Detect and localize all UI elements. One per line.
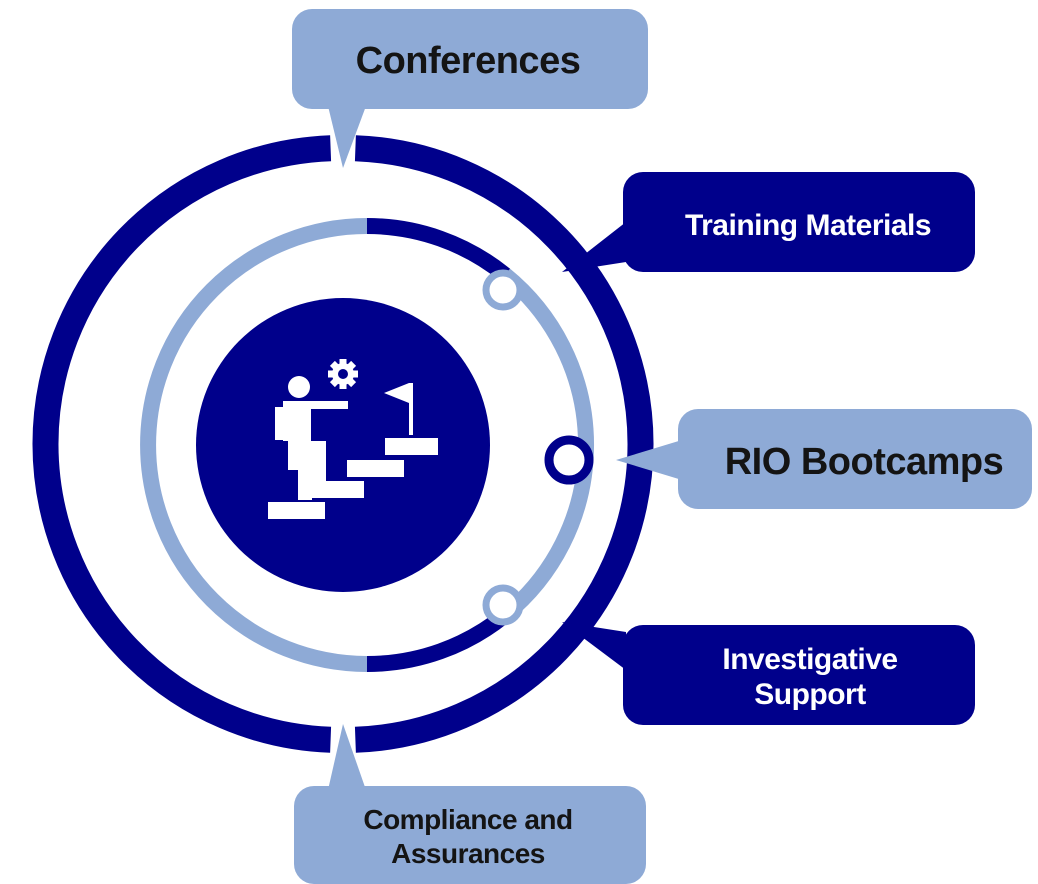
callout-compliance-assurances: Compliance and Assurances bbox=[294, 724, 646, 884]
callout-bootcamps-pointer bbox=[616, 440, 682, 480]
inner-ring-upper-right bbox=[366, 218, 511, 282]
callout-conferences-box bbox=[292, 9, 648, 109]
callout-training-pointer bbox=[562, 222, 626, 272]
node-bootcamps bbox=[544, 435, 594, 485]
callout-conferences-label: Conferences bbox=[356, 40, 581, 82]
callout-investigative-pointer bbox=[562, 622, 626, 670]
callout-compliance-label-1: Compliance and bbox=[363, 804, 572, 835]
outer-ring-right bbox=[354, 135, 654, 753]
inner-ring-lower-right bbox=[366, 608, 511, 672]
callout-conferences-pointer bbox=[328, 106, 366, 168]
inner-ring-left bbox=[140, 218, 368, 672]
node-training bbox=[482, 269, 524, 311]
node-investigative bbox=[482, 584, 524, 626]
callout-training-label: Training Materials bbox=[685, 209, 931, 242]
callout-investigative-label-2: Support bbox=[754, 678, 866, 711]
callout-bootcamps-label: RIO Bootcamps bbox=[725, 441, 1004, 483]
callout-investigative-label-1: Investigative bbox=[722, 643, 897, 676]
callout-bootcamps-box bbox=[678, 409, 1032, 509]
callout-investigative-box bbox=[623, 625, 975, 725]
person-climbing-stairs-icon bbox=[268, 359, 438, 519]
callout-compliance-label-2: Assurances bbox=[391, 838, 545, 869]
callout-training-materials: Training Materials bbox=[562, 172, 975, 272]
callout-compliance-pointer bbox=[328, 724, 366, 790]
callout-compliance-box bbox=[294, 786, 646, 884]
callout-training-box bbox=[623, 172, 975, 272]
callout-investigative-support: Investigative Support bbox=[562, 622, 975, 725]
center-disc bbox=[196, 298, 490, 592]
outer-ring-left bbox=[32, 135, 332, 753]
callout-conferences: Conferences bbox=[292, 9, 648, 168]
callout-rio-bootcamps: RIO Bootcamps bbox=[616, 409, 1032, 509]
